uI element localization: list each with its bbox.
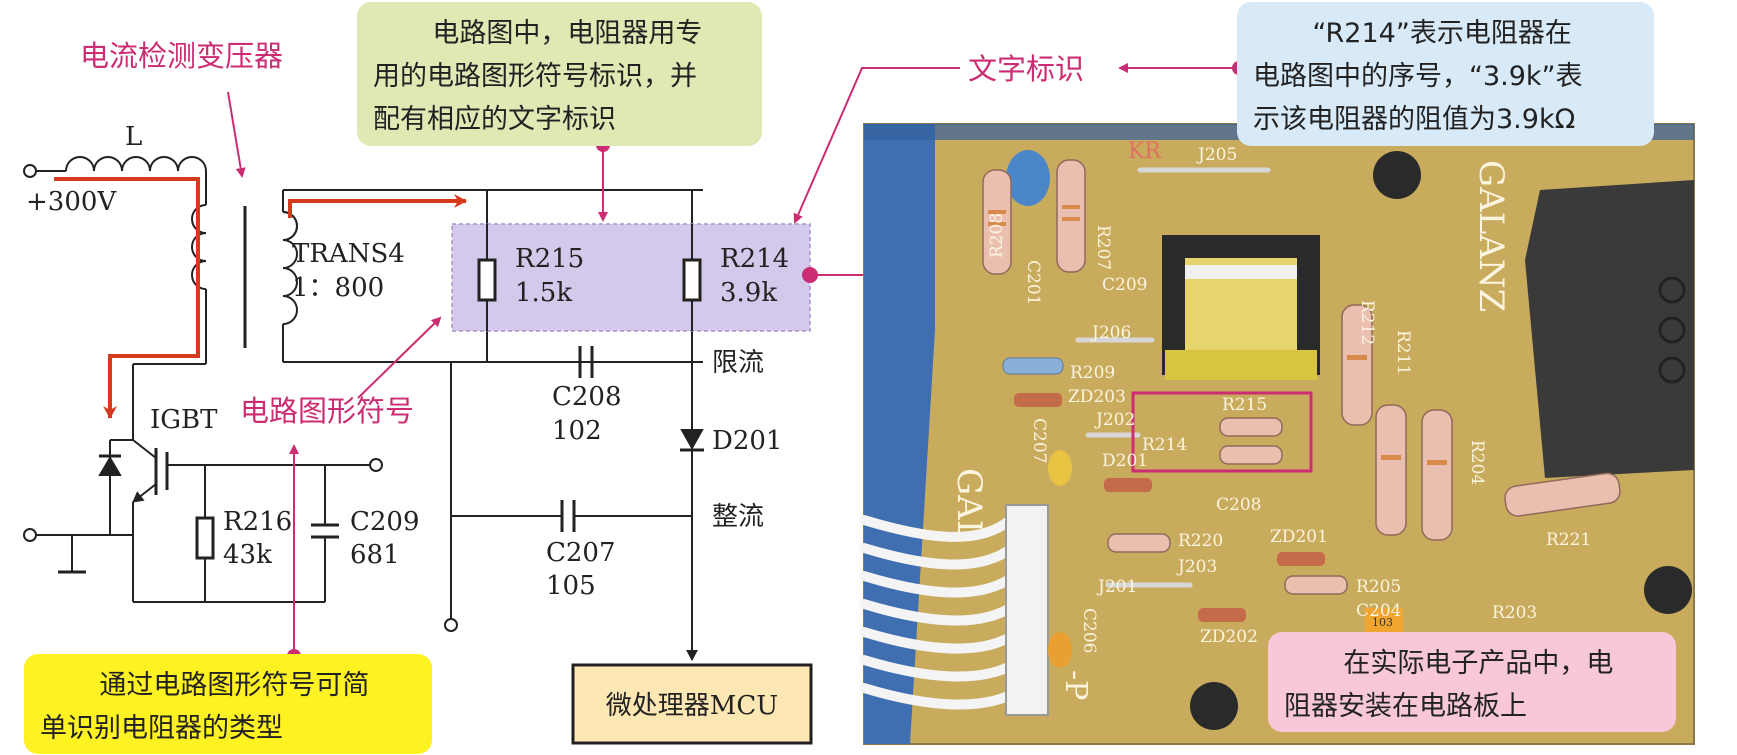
silk-c209: C209 [1102, 275, 1147, 295]
c209-value: 681 [350, 540, 400, 570]
silk-c208: C208 [1216, 495, 1261, 515]
r215-id: R215 [515, 244, 584, 274]
silk-c204: C204 [1356, 601, 1401, 621]
silk-c201: C201 [1023, 260, 1043, 305]
inductor-coil [65, 156, 207, 172]
c209-id: C209 [350, 507, 420, 537]
mcu-label: 微处理器MCU [606, 691, 778, 721]
c208-id: C208 [552, 382, 622, 412]
r216-id: R216 [223, 507, 292, 537]
igbt-gate-terminal [369, 458, 383, 472]
type-identification-note: 通过电路图形符号可简 单识别电阻器的类型 [24, 654, 432, 754]
transformer-ratio: 1：800 [292, 273, 384, 303]
pcb-highlight [1131, 391, 1313, 473]
current-transformer-label: 电流检测变压器 [80, 39, 283, 73]
silk-zd202: ZD202 [1200, 627, 1258, 647]
supply-label: +300V [26, 187, 117, 217]
symbol-label-callout: 电路图形符号 [240, 394, 414, 428]
silk-r212: R212 [1357, 300, 1377, 345]
symbol-note-line-3: 配有相应的文字标识 [373, 104, 616, 135]
d201-symbol [680, 429, 704, 451]
r216-value: 43k [223, 540, 272, 570]
silk-103: 103 [1372, 616, 1393, 629]
pcb-mounting-note: 在实际电子产品中，电 阻器安装在电路板上 [1268, 632, 1676, 732]
pcb-note-line-1: 在实际电子产品中，电 [1343, 648, 1614, 679]
silk-j205: J205 [1196, 145, 1237, 165]
silk-j201: J201 [1096, 577, 1137, 597]
supply-terminal [23, 164, 37, 178]
silk-j202: J202 [1094, 410, 1135, 430]
mcu-box [571, 663, 813, 745]
c208-value: 102 [552, 416, 602, 446]
silk-d201: D201 [1102, 451, 1148, 471]
silk-r205: R205 [1356, 577, 1401, 597]
silk-galanz: GALANZ [1471, 160, 1511, 312]
r214-id: R214 [720, 244, 789, 274]
silk-r221: R221 [1546, 530, 1591, 550]
r215-value: 1.5k [515, 278, 572, 308]
silk-r203: R203 [1492, 603, 1537, 623]
limit-label: 限流 [712, 348, 764, 378]
silk-gal: GAL [949, 468, 989, 542]
silk-r214: R214 [1142, 435, 1187, 455]
d201-label: D201 [712, 426, 782, 456]
label-note-line-3: 示该电阻器的阻值为3.9kΩ [1253, 104, 1576, 135]
symbol-note-line-2: 用的电路图形符号标识，并 [373, 61, 697, 92]
silk-zd201: ZD201 [1270, 527, 1328, 547]
c207-value: 105 [546, 571, 596, 601]
text-label-description-note: “R214”表示电阻器在 电路图中的序号，“3.9k”表 示该电阻器的阻值为3.… [1237, 2, 1654, 146]
label-note-line-1: “R214”表示电阻器在 [1312, 18, 1572, 49]
silk-r204: R204 [1467, 440, 1487, 485]
silk-j203: J203 [1176, 557, 1217, 577]
emitter-terminal [23, 528, 37, 542]
silk-r215: R215 [1222, 395, 1267, 415]
silk-r208: R208 [987, 213, 1007, 258]
pcb-note-line-2: 阻器安装在电路板上 [1284, 691, 1527, 722]
type-note-line-2: 单识别电阻器的类型 [40, 713, 283, 744]
silk-p: -P [1058, 670, 1093, 700]
resistor-highlight [451, 223, 811, 332]
r214-value: 3.9k [720, 278, 777, 308]
symbol-description-note: 电路图中，电阻器用专 用的电路图形符号标识，并 配有相应的文字标识 [357, 2, 762, 146]
transformer-name: TRANS4 [292, 239, 405, 269]
rectify-label: 整流 [712, 502, 764, 532]
current-path-primary [54, 177, 200, 419]
ground-terminal [444, 618, 458, 632]
silk-r209: R209 [1070, 363, 1115, 383]
silk-r211: R211 [1393, 330, 1413, 375]
text-label-callout: 文字标识 [968, 52, 1084, 86]
r216-symbol [195, 516, 215, 560]
silk-j206: J206 [1090, 323, 1131, 343]
label-note-line-2: 电路图中的序号，“3.9k”表 [1253, 61, 1583, 92]
inductor-label: L [125, 122, 142, 152]
silk-r207: R207 [1093, 225, 1113, 270]
silk-kr: KR [1128, 139, 1162, 164]
current-path-secondary [288, 194, 467, 218]
symbol-note-line-1: 电路图中，电阻器用专 [432, 18, 703, 49]
transformer-primary-coil [191, 204, 207, 290]
silk-c207: C207 [1029, 418, 1049, 463]
silk-c206: C206 [1079, 608, 1099, 653]
silk-r220: R220 [1178, 531, 1223, 551]
type-note-line-1: 通过电路图形符号可简 [99, 670, 370, 701]
igbt-label: IGBT [150, 405, 218, 435]
silk-zd203: ZD203 [1068, 387, 1126, 407]
c207-id: C207 [546, 538, 616, 568]
